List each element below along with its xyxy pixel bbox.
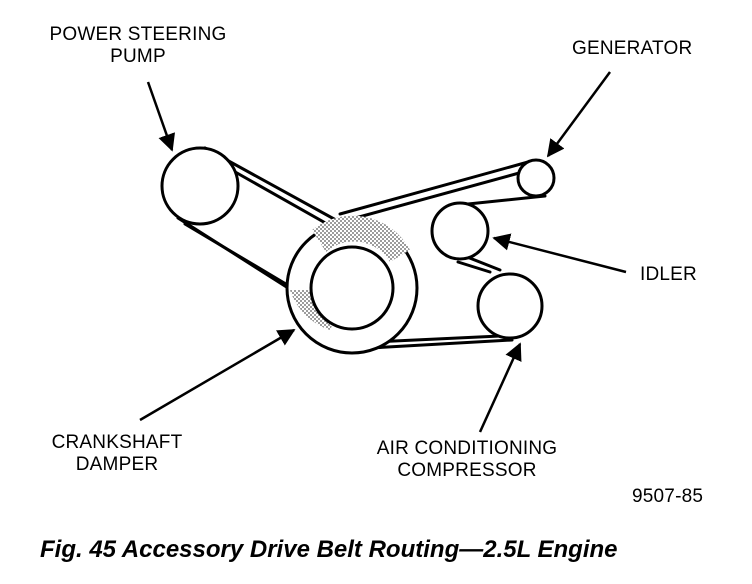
air-conditioning-compressor-label: AIR CONDITIONING COMPRESSOR	[360, 438, 574, 482]
power-steering-pump-label-line1: POWER STEERING	[49, 24, 227, 45]
crankshaft-damper-label-line1: CRANKSHAFT	[51, 432, 183, 453]
power-steering-pump-arrow	[146, 81, 176, 152]
idler-label: IDLER	[640, 264, 697, 285]
air-conditioning-compressor-label-line1: AIR CONDITIONING	[376, 438, 558, 459]
power-steering-pump-label-line2: PUMP	[110, 46, 166, 67]
idler-arrow	[492, 233, 627, 274]
crankshaft-damper-label-line2: DAMPER	[75, 454, 159, 475]
crankshaft-damper-pulley	[285, 215, 419, 355]
generator-label: GENERATOR	[572, 38, 693, 59]
figure-caption: Fig. 45 Accessory Drive Belt Routing—2.5…	[40, 536, 618, 563]
air-conditioning-compressor-label-line2: COMPRESSOR	[397, 460, 537, 481]
power-steering-pump-label: POWER STEERING PUMP	[40, 24, 236, 68]
idler-pulley	[430, 201, 490, 261]
generator-pulley	[516, 158, 556, 198]
power-steering-pump-pulley	[160, 146, 240, 226]
generator-arrow	[546, 71, 612, 158]
air-conditioning-compressor-arrow	[478, 342, 522, 433]
crankshaft-damper-arrow	[139, 328, 296, 422]
figure-number: 9507-85	[632, 486, 704, 507]
air-conditioning-compressor-pulley	[476, 272, 544, 340]
crankshaft-damper-label: CRANKSHAFT DAMPER	[42, 432, 192, 476]
